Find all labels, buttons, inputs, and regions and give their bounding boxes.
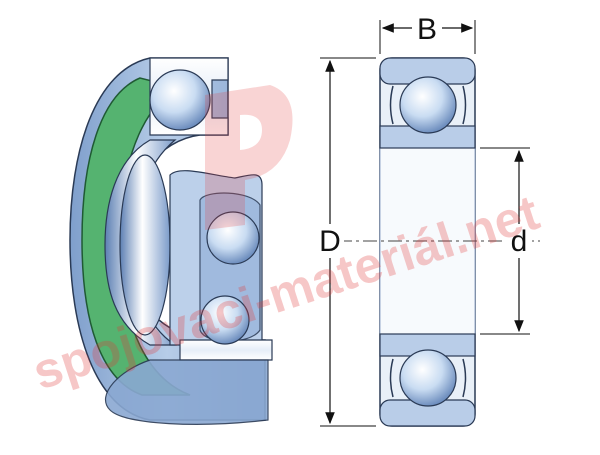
- dimensions: B D d: [316, 12, 532, 427]
- section-face-bottom: [179, 339, 273, 361]
- ball: [149, 69, 211, 131]
- top-cage: [389, 85, 467, 125]
- bearing-3d-cutaway: [69, 57, 273, 425]
- label-inner-diameter: d: [511, 225, 528, 258]
- bottom-ball: [399, 349, 457, 407]
- label-width: B: [417, 13, 437, 46]
- outer-ring-front: [104, 359, 269, 425]
- label-outer-diameter: D: [319, 225, 341, 258]
- bearing-section-view: [338, 57, 540, 427]
- bottom-cage: [389, 358, 467, 398]
- ball: [200, 295, 250, 345]
- ball: [206, 211, 260, 265]
- watermark-logo: [205, 85, 293, 230]
- top-ball: [399, 76, 457, 134]
